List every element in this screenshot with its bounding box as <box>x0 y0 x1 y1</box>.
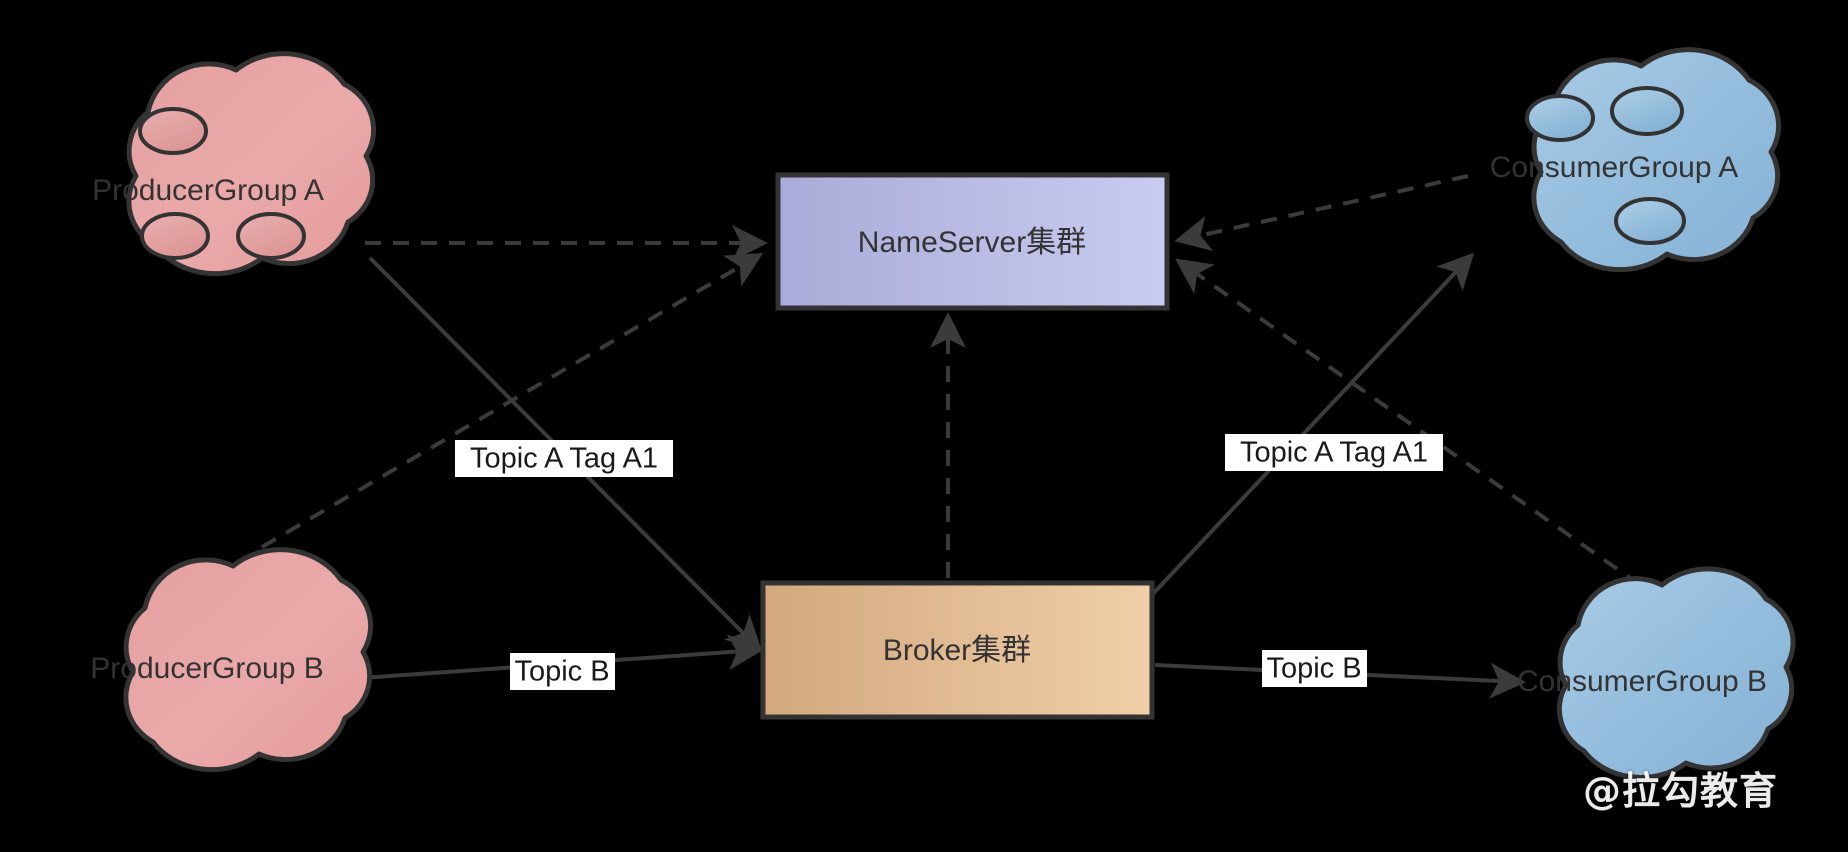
edge-label-topic-a-tag-a1-right[interactable]: Topic A Tag A1 <box>1225 434 1443 471</box>
edge-label-text: Topic B <box>514 656 609 688</box>
consumer-group-b-label: ConsumerGroup B <box>1517 665 1767 698</box>
producer-group-b-label: ProducerGroup B <box>90 652 323 685</box>
node-nameserver-cluster[interactable]: NameServer集群 <box>775 172 1170 311</box>
node-consumer-group-b[interactable]: ConsumerGroup B <box>1517 566 1796 780</box>
broker-box <box>760 580 1155 720</box>
edge-label-topic-b-left[interactable]: Topic B <box>510 653 615 690</box>
producer-a-node-2 <box>140 212 210 260</box>
producer-a-node-3 <box>236 212 306 260</box>
edge-label-topic-b-right[interactable]: Topic B <box>1262 650 1367 687</box>
broker-cluster-label: Broker集群 <box>883 634 1031 667</box>
edge-consumer-a-to-nameserver[interactable] <box>1174 174 1469 252</box>
cloud-shape-consumer-a <box>1531 47 1782 273</box>
consumer-a-node-2 <box>1610 86 1684 136</box>
consumer-a-node-1 <box>1525 94 1595 142</box>
edge-label-bg <box>1225 434 1443 471</box>
node-consumer-group-a[interactable]: ConsumerGroup A <box>1490 47 1782 273</box>
nameserver-cluster-label: NameServer集群 <box>858 226 1086 259</box>
node-producer-group-b[interactable]: ProducerGroup B <box>90 547 374 773</box>
edge-label-bg <box>510 653 615 690</box>
cloud-shape-consumer-b <box>1556 566 1796 780</box>
edge-label-topic-a-tag-a1-left[interactable]: Topic A Tag A1 <box>455 440 673 477</box>
nameserver-box <box>775 172 1170 311</box>
edge-label-text: Topic B <box>1266 653 1361 685</box>
edge-consumer-b-to-nameserver[interactable] <box>1175 258 1642 587</box>
producer-group-a-label: ProducerGroup A <box>92 174 324 207</box>
edge-label-bg <box>1262 650 1367 687</box>
edge-label-text: Topic A Tag A1 <box>470 443 658 475</box>
edge-label-bg <box>455 440 673 477</box>
cloud-shape-producer-b <box>123 547 374 773</box>
producer-a-node-1 <box>138 107 208 155</box>
node-broker-cluster[interactable]: Broker集群 <box>760 580 1155 720</box>
consumer-group-a-label: ConsumerGroup A <box>1490 151 1738 184</box>
consumer-a-node-3 <box>1614 197 1686 245</box>
node-producer-group-a[interactable]: ProducerGroup A <box>92 51 377 277</box>
edge-labels-layer: Topic A Tag A1 Topic A Tag A1 Topic B To… <box>455 434 1443 690</box>
edge-label-text: Topic A Tag A1 <box>1240 437 1428 469</box>
